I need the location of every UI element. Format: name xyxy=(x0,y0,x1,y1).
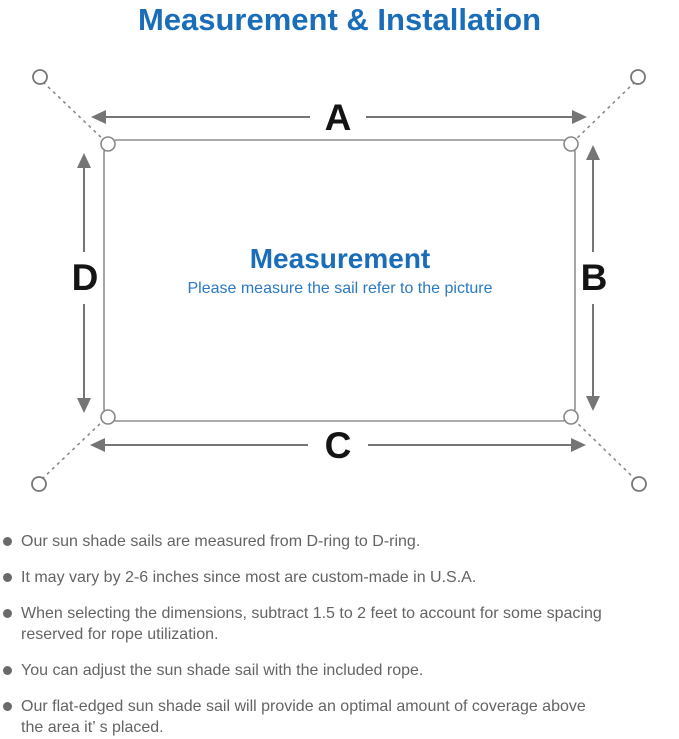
anchor-ring-icon-bottom-right xyxy=(631,476,647,492)
bullet-icon xyxy=(3,702,12,711)
dimension-arrow-top: A xyxy=(91,97,587,138)
tether-line-bottom-right xyxy=(572,418,637,481)
dimension-label-c: C xyxy=(325,425,352,466)
sail-outline xyxy=(103,139,576,422)
tether-line-top-right xyxy=(571,81,636,144)
d-ring-icon-bottom-right xyxy=(563,409,579,425)
dimension-label-b: B xyxy=(581,257,608,298)
dimension-arrow-bottom: C xyxy=(90,425,586,466)
tether-line-bottom-left xyxy=(41,417,107,480)
note-item: Our sun shade sails are measured from D-… xyxy=(3,531,677,552)
arrowhead-down-icon xyxy=(77,398,91,413)
measurement-diagram: Measurement Please measure the sail refe… xyxy=(31,69,647,492)
arrowhead-left-icon xyxy=(90,438,105,452)
arrowhead-right-icon xyxy=(572,110,587,124)
dimension-label-d: D xyxy=(72,257,99,298)
anchor-ring-icon-top-left xyxy=(32,69,48,85)
tether-line-top-left xyxy=(42,81,108,144)
bullet-icon xyxy=(3,537,12,546)
dimension-arrow-right: B xyxy=(581,145,608,411)
arrowhead-up-icon xyxy=(77,153,91,168)
notes-list: Our sun shade sails are measured from D-… xyxy=(3,531,677,739)
dimension-arrow-left: D xyxy=(72,153,99,413)
d-ring-icon-top-right xyxy=(563,136,579,152)
note-text: You can adjust the sun shade sail with t… xyxy=(21,662,424,679)
note-text: Our flat-edged sun shade sail will provi… xyxy=(21,698,586,736)
bullet-icon xyxy=(3,573,12,582)
note-item: It may vary by 2-6 inches since most are… xyxy=(3,567,677,588)
anchor-ring-icon-bottom-left xyxy=(31,476,47,492)
diagram-center-subtitle: Please measure the sail refer to the pic… xyxy=(187,280,492,297)
note-item: You can adjust the sun shade sail with t… xyxy=(3,660,677,681)
arrowhead-left-icon xyxy=(91,110,106,124)
diagram-center-title: Measurement xyxy=(250,243,431,274)
note-item: Our flat-edged sun shade sail will provi… xyxy=(3,696,677,738)
arrowhead-right-icon xyxy=(571,438,586,452)
d-ring-icon-bottom-left xyxy=(100,409,116,425)
note-text: Our sun shade sails are measured from D-… xyxy=(21,533,421,550)
arrowhead-up-icon xyxy=(586,145,600,160)
arrowhead-down-icon xyxy=(586,396,600,411)
dimension-label-a: A xyxy=(325,97,352,138)
anchor-ring-icon-top-right xyxy=(630,69,646,85)
note-text: When selecting the dimensions, subtract … xyxy=(21,605,602,643)
d-ring-icon-top-left xyxy=(100,136,116,152)
note-item: When selecting the dimensions, subtract … xyxy=(3,603,677,645)
page-title: Measurement & Installation xyxy=(137,2,542,37)
bullet-icon xyxy=(3,666,12,675)
note-text: It may vary by 2-6 inches since most are… xyxy=(21,569,477,586)
bullet-icon xyxy=(3,609,12,618)
